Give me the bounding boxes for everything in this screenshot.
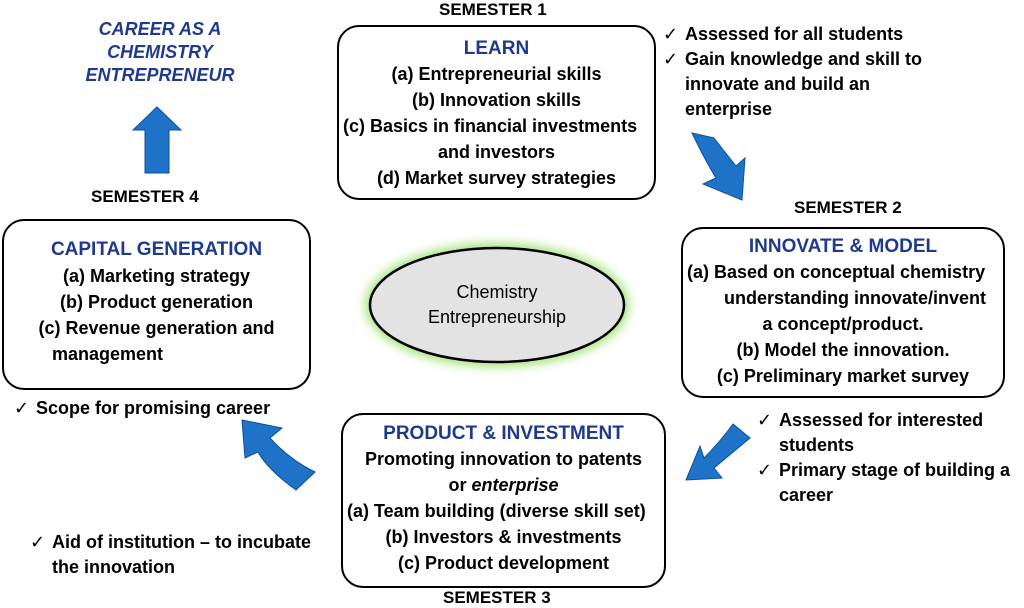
semester-4-label: SEMESTER 4 bbox=[91, 187, 199, 206]
learn-item: (a) Entrepreneurial skills bbox=[391, 64, 602, 84]
note-text: Assessed for interested bbox=[779, 410, 984, 430]
note-text: career bbox=[779, 485, 834, 505]
capital-item: (b) Product generation bbox=[60, 292, 253, 312]
notes-sem4: ✓ Scope for promising career bbox=[14, 396, 314, 421]
innovate-box: INNOVATE & MODEL (a) Based on conceptual… bbox=[681, 227, 1005, 398]
learn-item: and investors bbox=[437, 142, 556, 162]
learn-item: (c) Basics in financial investments bbox=[343, 116, 638, 136]
learn-item: (b) Innovation skills bbox=[411, 90, 581, 110]
product-item: (c) Product development bbox=[397, 553, 610, 573]
career-line: CAREER AS A bbox=[98, 19, 222, 39]
up-arrow-icon bbox=[131, 106, 183, 174]
center-ellipse bbox=[368, 246, 626, 364]
product-box: PRODUCT & INVESTMENT Promoting innovatio… bbox=[341, 413, 666, 588]
learn-title: LEARN bbox=[463, 38, 530, 59]
note-item: ✓ Aid of institution – to incubate bbox=[30, 530, 340, 555]
curved-arrow-sem3-to-sem4-icon bbox=[241, 419, 316, 491]
innovate-item: (c) Preliminary market survey bbox=[716, 366, 970, 386]
innovate-item: understanding innovate/invent bbox=[723, 288, 987, 308]
learn-item: (d) Market survey strategies bbox=[376, 168, 617, 188]
check-icon: ✓ bbox=[30, 532, 46, 552]
check-icon: ✓ bbox=[757, 460, 773, 480]
check-icon: ✓ bbox=[757, 410, 773, 430]
innovate-item: (a) Based on conceptual chemistry bbox=[687, 262, 986, 282]
notes-sem3: ✓ Aid of institution – to incubate the in… bbox=[30, 530, 340, 580]
product-title: PRODUCT & INVESTMENT bbox=[383, 423, 624, 444]
capital-item: (a) Marketing strategy bbox=[62, 266, 251, 286]
curved-arrow-sem2-to-sem3-icon bbox=[685, 423, 751, 481]
note-item: ✓ Scope for promising career bbox=[14, 396, 314, 421]
note-item: ✓ Gain knowledge and skill to bbox=[663, 47, 963, 72]
capital-item: (c) Revenue generation and bbox=[38, 318, 275, 338]
note-text: Assessed for all students bbox=[685, 24, 904, 44]
curved-arrow-sem1-to-sem2-icon bbox=[691, 132, 746, 201]
note-text: Aid of institution – to incubate bbox=[52, 532, 311, 552]
semester-3-label: SEMESTER 3 bbox=[443, 588, 551, 607]
product-line: or enterprise bbox=[343, 472, 664, 498]
center-label-line: Chemistry bbox=[456, 282, 538, 302]
center-label: Chemistry Entrepreneurship bbox=[397, 280, 597, 330]
check-icon: ✓ bbox=[663, 24, 679, 44]
notes-sem2: ✓ Assessed for interested students ✓ Prima… bbox=[757, 408, 1022, 508]
capital-title: CAPITAL GENERATION bbox=[50, 239, 263, 260]
note-text: students bbox=[779, 435, 855, 455]
note-item: ✓ Primary stage of building a bbox=[757, 458, 1022, 483]
note-text: Primary stage of building a bbox=[779, 460, 1011, 480]
learn-box: LEARN (a) Entrepreneurial skills (b) Inn… bbox=[337, 25, 656, 200]
product-line-prefix: or bbox=[448, 475, 472, 495]
product-line: Promoting innovation to patents bbox=[365, 449, 642, 469]
note-item: ✓ Assessed for interested bbox=[757, 408, 1022, 433]
note-text: Gain knowledge and skill to bbox=[685, 49, 923, 69]
innovate-item: (b) Model the innovation. bbox=[736, 340, 950, 360]
innovate-title: INNOVATE & MODEL bbox=[748, 236, 938, 257]
product-item: (b) Investors & investments bbox=[385, 527, 622, 547]
note-text: Scope for promising career bbox=[36, 398, 271, 418]
capital-box: CAPITAL GENERATION (a) Marketing strateg… bbox=[2, 219, 311, 390]
product-line-italic: enterprise bbox=[471, 475, 559, 495]
innovate-item: a concept/product. bbox=[762, 314, 924, 334]
check-icon: ✓ bbox=[14, 398, 30, 418]
note-text: the innovation bbox=[52, 557, 175, 577]
check-icon: ✓ bbox=[663, 49, 679, 69]
note-text: innovate and build an bbox=[685, 74, 871, 94]
career-line: CHEMISTRY bbox=[107, 42, 213, 62]
career-goal: CAREER AS A CHEMISTRY ENTREPRENEUR bbox=[70, 18, 250, 87]
capital-item: management bbox=[52, 344, 164, 364]
product-item: (a) Team building (diverse skill set) bbox=[347, 501, 646, 521]
semester-1-label: SEMESTER 1 bbox=[439, 0, 547, 19]
semester-2-label: SEMESTER 2 bbox=[794, 198, 902, 217]
career-line: ENTREPRENEUR bbox=[85, 65, 235, 85]
notes-sem1: ✓ Assessed for all students ✓ Gain knowled… bbox=[663, 22, 963, 122]
note-item: ✓ Assessed for all students bbox=[663, 22, 963, 47]
center-label-line: Entrepreneurship bbox=[427, 307, 567, 327]
note-text: enterprise bbox=[685, 99, 773, 119]
